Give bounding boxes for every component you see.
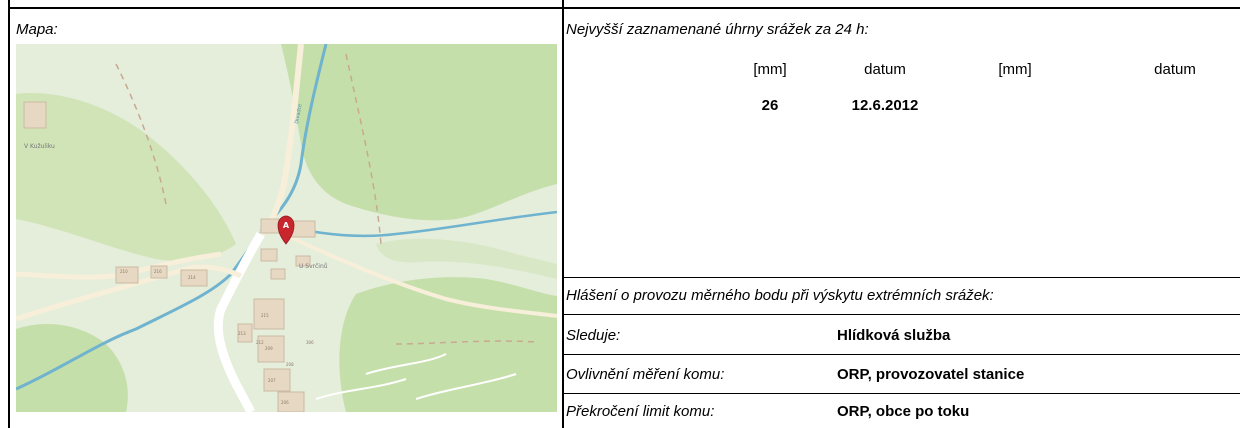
report-divider-3 [563, 393, 1240, 394]
building [270, 268, 286, 280]
report-row-label: Překročení limit komu: [566, 403, 715, 420]
middle-divider [562, 0, 564, 428]
house-numbers: 210 216 214 213 215 212 209 208 207 306 … [120, 269, 314, 405]
building [237, 323, 253, 343]
house-number: 214 [188, 275, 196, 280]
building [260, 218, 280, 234]
road-east [283, 232, 557, 318]
building [253, 298, 285, 330]
map-label-stream: Divadce [294, 103, 303, 124]
building [260, 248, 278, 262]
report-divider-top [563, 277, 1240, 278]
building [23, 101, 47, 129]
building [277, 391, 305, 412]
forest-strip [376, 238, 557, 279]
house-number: 209 [265, 346, 273, 351]
building [150, 265, 168, 279]
house-number: 306 [306, 340, 314, 345]
house-number: 212 [256, 340, 264, 345]
forest-area-west [16, 93, 236, 261]
rainfall-col-header-mm-1: [mm] [753, 61, 787, 78]
map-label-u-svrcinu: U Svrčinů [299, 263, 328, 270]
top-border [8, 7, 1240, 9]
report-divider-1 [563, 314, 1240, 315]
rainfall-col-header-date-2: datum [1154, 61, 1196, 78]
building [263, 368, 291, 392]
rainfall-value-mm: 26 [761, 97, 779, 114]
building [257, 335, 285, 363]
forest-area-east [339, 277, 557, 412]
rainfall-value-date: 12.6.2012 [851, 97, 919, 114]
building [115, 266, 139, 284]
house-number: 206 [281, 400, 289, 405]
left-border [8, 0, 10, 428]
building [290, 220, 316, 238]
location-marker-icon: A [277, 215, 295, 245]
map-label: Mapa: [16, 21, 58, 38]
field-lines [315, 353, 517, 400]
house-number: 215 [261, 313, 269, 318]
left-border-top-tick [8, 0, 10, 8]
map-label-v-kuzuliku: V Kužuliku [24, 143, 55, 150]
building [295, 255, 311, 267]
report-row-value: ORP, provozovatel stanice [837, 366, 1025, 383]
report-divider-2 [563, 354, 1240, 355]
report-row-label: Sleduje: [566, 327, 621, 344]
report-row-value: ORP, obce po toku [837, 403, 970, 420]
marker-letter: A [283, 221, 290, 230]
report-row-value: Hlídková služba [837, 327, 951, 344]
house-number: 213 [238, 331, 246, 336]
rainfall-col-header-mm-2: [mm] [998, 61, 1032, 78]
rainfall-title: Nejvyšší zaznamenané úhrny srážek za 24 … [566, 21, 869, 38]
rainfall-col-header-date-1: datum [864, 61, 906, 78]
path-dashed-2 [345, 53, 382, 245]
report-title: Hlášení o provozu měrného bodu při výsky… [566, 287, 994, 304]
map-view[interactable]: V Kužuliku U Svrčinů Divadce 210 216 214… [16, 44, 557, 412]
house-number: 208 [286, 362, 294, 367]
path-dashed-1 [115, 63, 167, 205]
house-number: 207 [268, 378, 276, 383]
building [180, 269, 208, 287]
road-main [213, 231, 265, 412]
house-number: 216 [154, 269, 162, 274]
path-dashed-3 [395, 340, 537, 345]
forest-area-north [281, 44, 557, 221]
house-number: 210 [120, 269, 128, 274]
report-row-label: Ovlivnění měření komu: [566, 366, 725, 383]
